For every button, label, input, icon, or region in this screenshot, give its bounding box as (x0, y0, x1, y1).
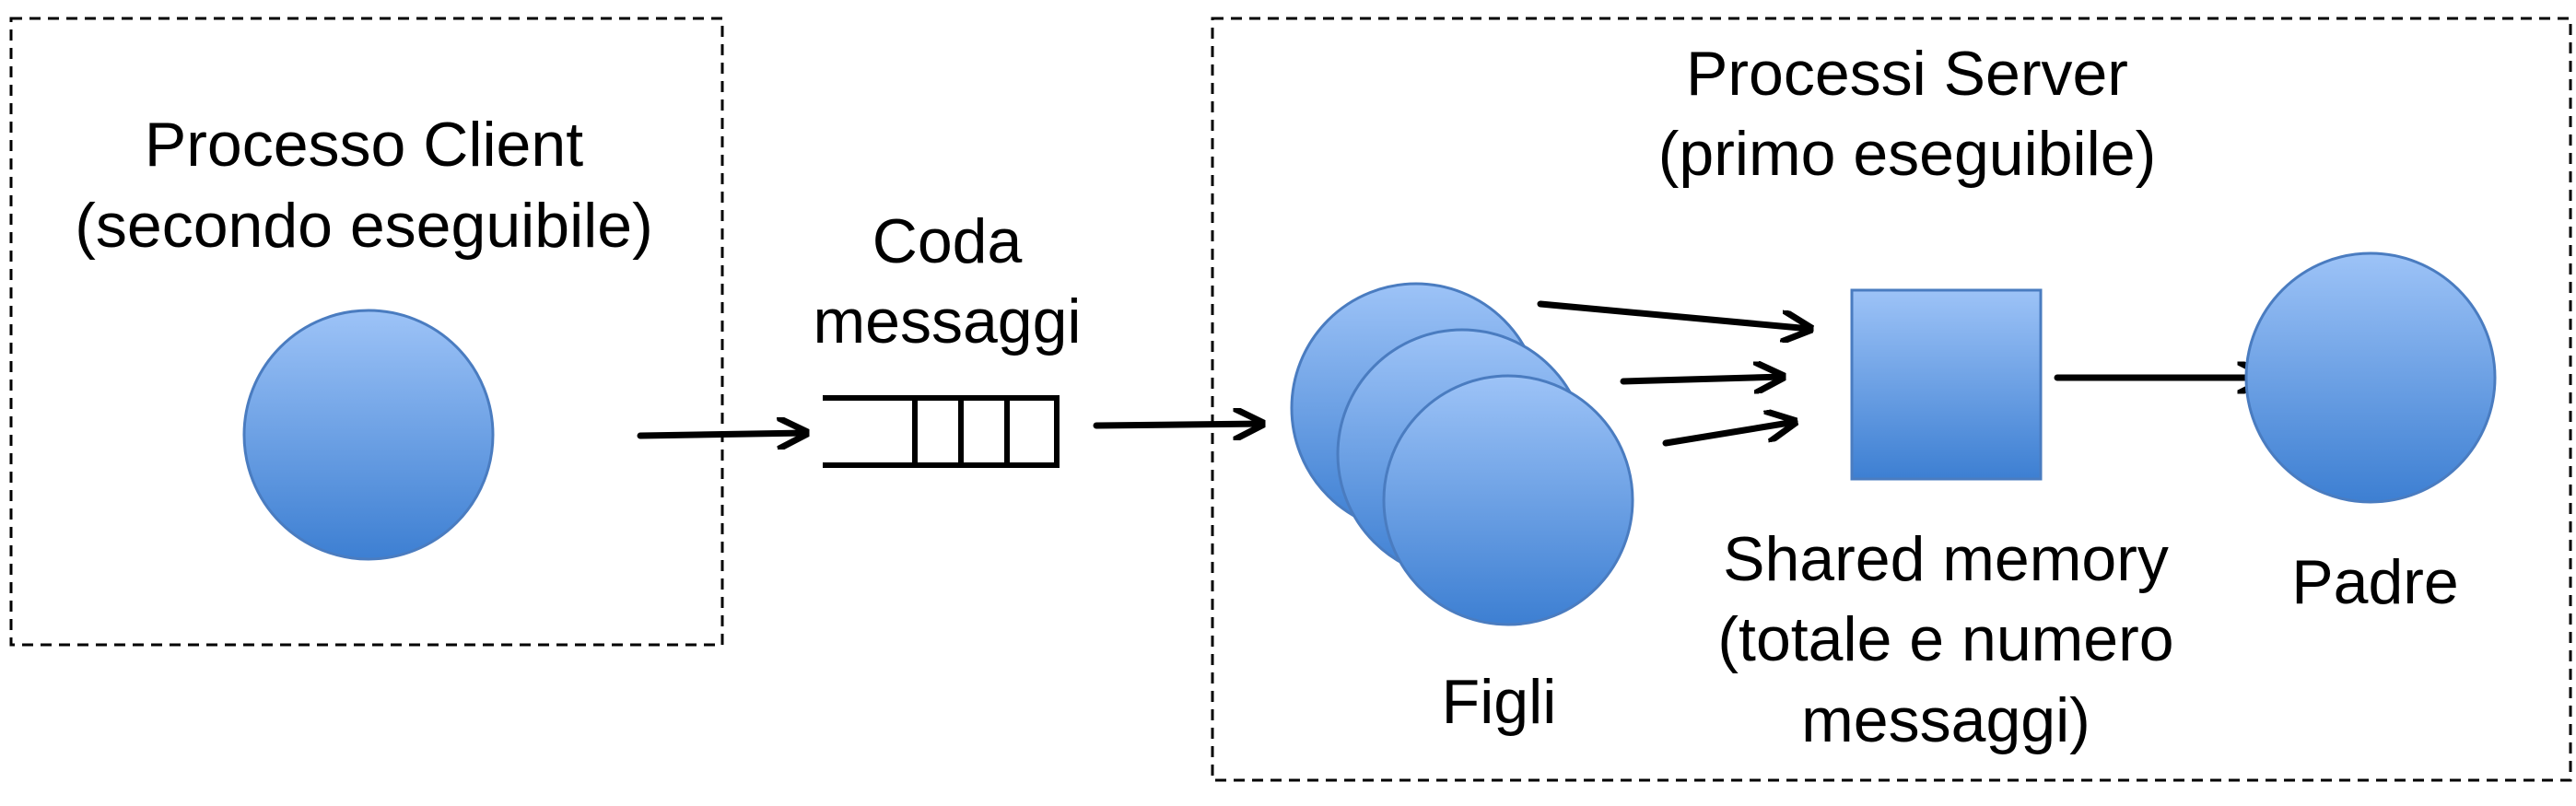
parent-label: Padre (2291, 547, 2458, 617)
queue-label-line2: messaggi (813, 286, 1081, 356)
client-box-title-line1: Processo Client (145, 110, 583, 180)
client-box-frame (9, 17, 724, 647)
shared-memory-label-line3: messaggi) (1801, 685, 2090, 755)
parent-process: Padre (2244, 251, 2497, 617)
shared-memory-label-line2: (totale e numero (1717, 604, 2173, 674)
client-box: Processo Client (secondo eseguibile) (9, 17, 724, 647)
queue-icon (823, 395, 1060, 468)
arrow-child-to-shared-memory (1662, 422, 1795, 447)
children-processes: Figli (1290, 282, 1634, 737)
parent-process-node (2244, 251, 2497, 504)
client-process-node (242, 309, 495, 561)
arrow-child-to-shared-memory (1620, 377, 1783, 381)
server-box: Processi Server (primo eseguibile) Figli… (1211, 17, 2572, 782)
server-box-title-line1: Processi Server (1686, 39, 2128, 109)
child-process-node (1382, 374, 1634, 626)
shared-memory-node (1850, 288, 2043, 481)
arrow-child-to-shared-memory (1537, 300, 1810, 329)
shared-memory-label-line1: Shared memory (1723, 524, 2169, 594)
arrow-queue-to-children (1093, 424, 1262, 426)
shared-memory: Shared memory (totale e numero messaggi) (1717, 288, 2174, 755)
queue-label-line1: Coda (872, 206, 1023, 276)
client-box-title-line2: (secondo eseguibile) (75, 191, 653, 261)
arrow-client-to-queue (637, 433, 806, 436)
server-box-title-line2: (primo eseguibile) (1658, 119, 2156, 189)
message-queue: Coda messaggi (813, 206, 1082, 468)
children-label: Figli (1442, 667, 1557, 737)
server-box-frame (1211, 17, 2572, 782)
